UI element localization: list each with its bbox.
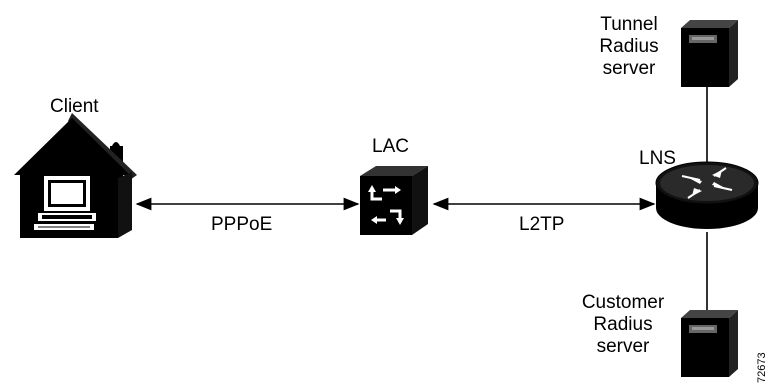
tunnel-radius-server-icon — [681, 20, 738, 87]
house-icon — [14, 113, 137, 238]
customer-radius-line-2: Radius — [593, 314, 653, 335]
customer-radius-line-1: Customer — [581, 292, 665, 313]
tunnel-radius-line-1: Tunnel — [600, 14, 658, 35]
customer-radius-label: Customer Radius server — [575, 292, 671, 358]
tunnel-radius-line-3: server — [602, 58, 656, 79]
lac-label: LAC — [372, 136, 409, 157]
pppoe-label: PPPoE — [211, 214, 273, 235]
lns-label: LNS — [639, 148, 676, 169]
l2tp-label: L2TP — [519, 214, 565, 235]
lns-router-icon — [655, 161, 759, 229]
client-label: Client — [50, 96, 99, 117]
lac-device-icon — [360, 166, 428, 235]
tunnel-radius-line-2: Radius — [599, 36, 659, 57]
customer-radius-line-3: server — [596, 336, 650, 357]
figure-number: 72673 — [756, 352, 768, 383]
tunnel-radius-label: Tunnel Radius server — [590, 14, 668, 80]
customer-radius-server-icon — [681, 310, 738, 377]
